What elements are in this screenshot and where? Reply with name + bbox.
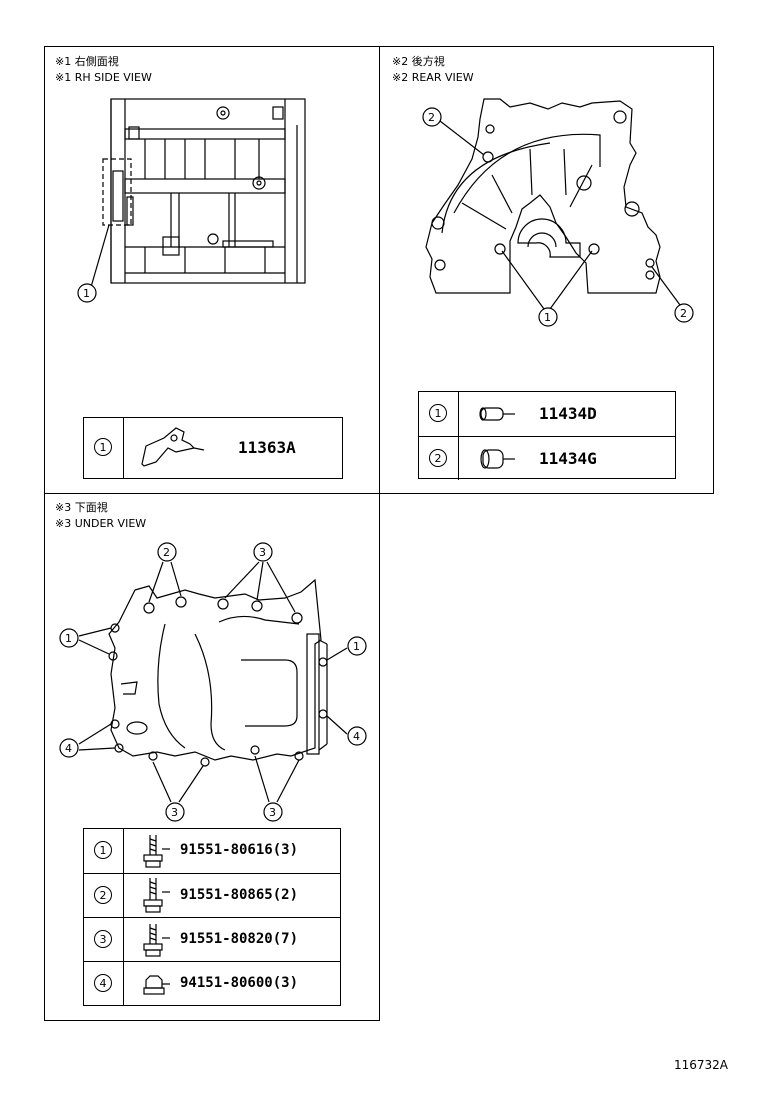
dowel-sleeve-icon (480, 449, 515, 469)
rear-engine-block-drawing: 2 1 2 (422, 98, 694, 327)
svg-text:2: 2 (163, 546, 170, 559)
svg-text:1: 1 (353, 640, 360, 653)
rh-side-engine-block-drawing: 1 (77, 98, 306, 303)
ref-number-4: 4 (94, 974, 112, 992)
parts-row-94151-80600: 4 94151-80600(3) (84, 961, 340, 1005)
rh-side-title-jp: ※1 右側面視 (55, 55, 119, 68)
flange-bolt-icon (143, 835, 170, 868)
parts-row-91551-80616: 1 91551-80616(3) (84, 829, 340, 873)
svg-text:4: 4 (353, 730, 360, 743)
svg-text:2: 2 (428, 111, 435, 124)
svg-text:2: 2 (680, 307, 687, 320)
rh-side-parts-table: 1 11363A (83, 417, 343, 479)
rear-view-panel: ※2 後方視 ※2 REAR VIEW 2 1 2 (379, 46, 714, 494)
parts-row-11363A: 1 11363A (84, 418, 342, 478)
ref-number-2: 2 (429, 449, 447, 467)
svg-text:1: 1 (83, 287, 90, 300)
part-number-91551-80865: 91551-80865(2) (180, 887, 299, 903)
part-number-91551-80820: 91551-80820(7) (180, 931, 299, 947)
rh-side-view-panel: ※1 右側面視 ※1 RH SIDE VIEW (44, 46, 380, 494)
figure-id: 116732A (673, 1058, 728, 1072)
part-number-94151-80600: 94151-80600(3) (180, 975, 299, 991)
parts-row-11434G: 2 11434G (419, 436, 675, 480)
rh-side-title-en: ※1 RH SIDE VIEW (55, 71, 152, 84)
under-parts-table: 1 91551-80616(3) 2 91551-80865(2) (83, 828, 341, 1006)
rear-title-jp: ※2 後方視 (392, 55, 445, 68)
parts-row-11434D: 1 11434D (419, 392, 675, 436)
ref-number-1: 1 (94, 438, 112, 456)
part-number-11434D: 11434D (539, 404, 597, 423)
parts-row-91551-80865: 2 91551-80865(2) (84, 873, 340, 917)
rear-title-en: ※2 REAR VIEW (392, 71, 474, 84)
under-title-jp: ※3 下面視 (55, 501, 108, 514)
flange-nut-icon (143, 975, 170, 995)
under-engine-block-drawing: 2 3 1 1 4 4 3 3 (59, 542, 367, 822)
svg-text:1: 1 (65, 632, 72, 645)
bracket-icon (141, 427, 205, 467)
part-number-91551-80616: 91551-80616(3) (180, 842, 299, 858)
under-title-en: ※3 UNDER VIEW (55, 517, 147, 530)
svg-text:3: 3 (259, 546, 266, 559)
part-number-11434G: 11434G (539, 449, 597, 468)
part-number-11363A: 11363A (238, 438, 296, 457)
svg-text:4: 4 (65, 742, 72, 755)
flange-bolt-icon (143, 878, 170, 913)
flange-bolt-icon (143, 924, 170, 957)
svg-text:1: 1 (544, 311, 551, 324)
ref-number-1: 1 (429, 404, 447, 422)
ref-number-3: 3 (94, 930, 112, 948)
ref-number-2: 2 (94, 886, 112, 904)
parts-row-91551-80820: 3 91551-80820(7) (84, 917, 340, 961)
dowel-pin-icon (479, 407, 515, 421)
svg-text:3: 3 (171, 806, 178, 819)
under-view-panel: ※3 下面視 ※3 UNDER VIEW 2 3 1 (44, 493, 380, 1021)
ref-number-1: 1 (94, 841, 112, 859)
svg-text:3: 3 (269, 806, 276, 819)
rear-parts-table: 1 11434D 2 11434G (418, 391, 676, 480)
